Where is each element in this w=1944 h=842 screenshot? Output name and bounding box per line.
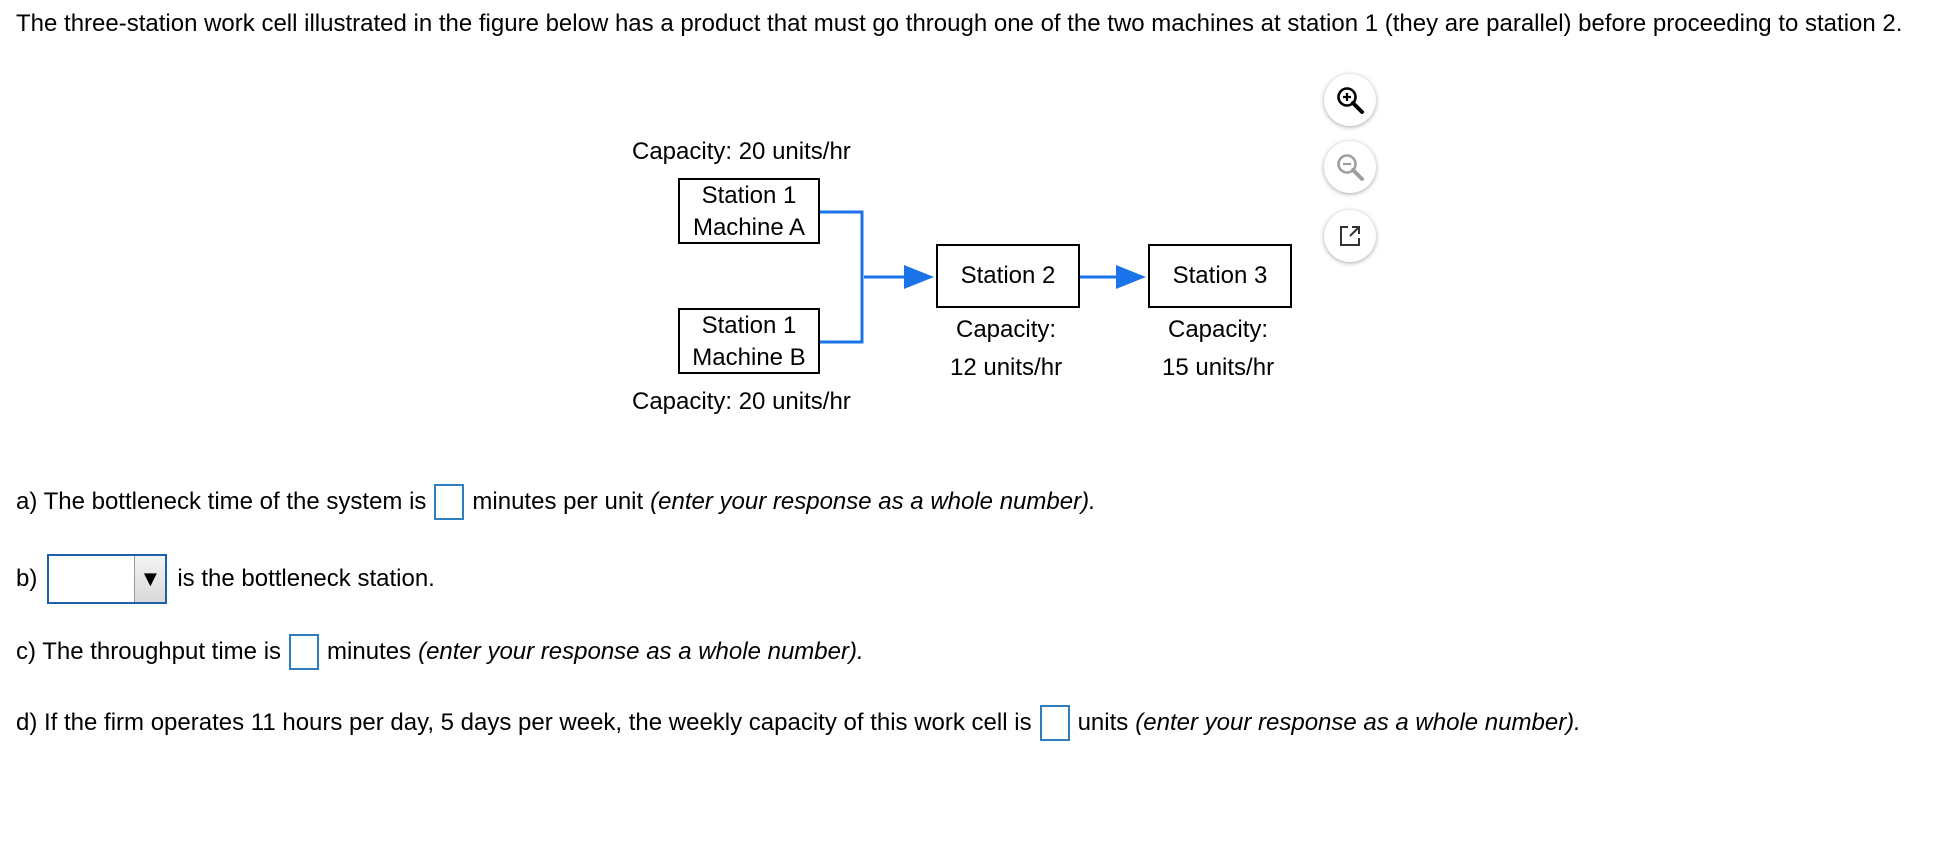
question-d-suffix: units <box>1077 709 1129 736</box>
question-d-prefix: d) If the firm operates 11 hours per day… <box>16 709 1032 736</box>
station2-label: Station 2 <box>960 262 1056 289</box>
question-d-note: (enter your response as a whole number). <box>1135 709 1581 736</box>
station1a-line1: Station 1 <box>701 182 797 209</box>
machine-a-connector <box>820 210 864 344</box>
answer-a-input[interactable] <box>434 484 465 520</box>
station1-machine-a-box: Station 1 Machine A <box>678 178 820 244</box>
bottleneck-station-dropdown[interactable]: ▼ <box>47 554 168 604</box>
question-c: c) The throughput time is minutes (enter… <box>16 634 864 670</box>
arrow-to-station3 <box>1116 265 1146 289</box>
dropdown-arrow-icon[interactable]: ▼ <box>134 556 166 602</box>
station2-box: Station 2 <box>936 244 1080 308</box>
question-c-prefix: c) The throughput time is <box>16 638 282 665</box>
station3-box: Station 3 <box>1148 244 1292 308</box>
question-a: a) The bottleneck time of the system is … <box>16 484 1096 520</box>
question-c-suffix: minutes <box>327 638 412 665</box>
zoom-out-icon <box>1337 154 1364 181</box>
answer-c-input[interactable] <box>289 634 320 670</box>
question-a-suffix: minutes per unit <box>472 488 644 515</box>
problem-intro: The three-station work cell illustrated … <box>16 10 1903 37</box>
answer-d-input[interactable] <box>1039 705 1070 741</box>
arrow-to-station2 <box>904 265 934 289</box>
station2-capacity-line1: Capacity: <box>956 316 1057 343</box>
question-c-note: (enter your response as a whole number). <box>418 638 864 665</box>
station1b-capacity: Capacity: 20 units/hr <box>632 388 851 415</box>
station1b-line2: Machine B <box>692 344 806 371</box>
question-b-prefix: b) <box>16 565 38 592</box>
question-b: b) ▼ is the bottleneck station. <box>16 554 435 604</box>
station1b-line1: Station 1 <box>701 312 797 339</box>
station1-machine-b-box: Station 1 Machine B <box>678 308 820 374</box>
zoom-in-icon <box>1337 87 1364 114</box>
question-a-prefix: a) The bottleneck time of the system is <box>16 488 427 515</box>
station1a-capacity: Capacity: 20 units/hr <box>632 138 851 165</box>
station3-capacity-line2: 15 units/hr <box>1162 354 1275 381</box>
question-d: d) If the firm operates 11 hours per day… <box>16 705 1581 741</box>
station1a-line2: Machine A <box>692 214 806 241</box>
external-link-icon <box>1340 226 1360 246</box>
station3-capacity-line1: Capacity: <box>1168 316 1269 343</box>
question-a-note: (enter your response as a whole number). <box>650 488 1096 515</box>
station3-label: Station 3 <box>1172 262 1268 289</box>
zoom-out-button[interactable] <box>1324 141 1376 193</box>
question-b-suffix: is the bottleneck station. <box>177 565 435 592</box>
zoom-in-button[interactable] <box>1324 74 1376 126</box>
popout-button[interactable] <box>1324 210 1376 262</box>
station2-capacity-line2: 12 units/hr <box>950 354 1063 381</box>
